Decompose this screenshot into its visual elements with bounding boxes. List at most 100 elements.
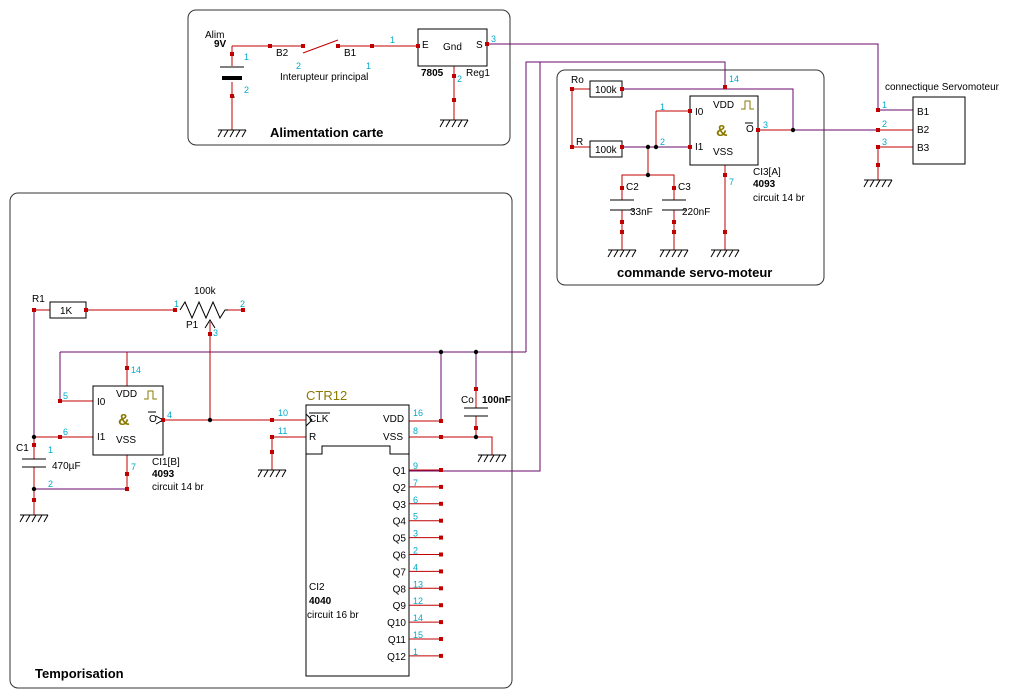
- svg-text:4: 4: [167, 410, 172, 420]
- output-label: Q9: [393, 601, 407, 612]
- pin-marker: [173, 308, 177, 312]
- pin-marker: [270, 418, 274, 422]
- tempo-panel: [9, 192, 513, 689]
- regulator-7805: E Gnd S 1 2 3 7805 Reg1: [390, 28, 496, 84]
- svg-text:1: 1: [390, 35, 395, 45]
- nand-ci3a: VDD VSS I0 I1 O & 1 2 3 14 7 CI3[A] 4093…: [660, 74, 805, 204]
- svg-text:S: S: [476, 40, 483, 51]
- svg-text:Co: Co: [461, 395, 474, 406]
- pin-marker: [161, 418, 165, 422]
- output-label: Q5: [393, 534, 407, 545]
- pin-marker: [723, 230, 727, 234]
- svg-text:Gnd: Gnd: [443, 42, 462, 53]
- pin-marker: [270, 435, 274, 439]
- counter-output-q7: Q7 4: [393, 562, 443, 578]
- output-pin-number: 2: [413, 546, 418, 556]
- svg-text:1: 1: [174, 299, 179, 309]
- svg-text:14: 14: [131, 365, 141, 375]
- svg-text:10: 10: [278, 408, 288, 418]
- pin-marker: [620, 230, 624, 234]
- pin-marker: [876, 108, 880, 112]
- svg-text:2: 2: [244, 85, 249, 95]
- svg-text:R: R: [309, 432, 316, 443]
- svg-text:B1: B1: [917, 107, 930, 118]
- output-label: Q7: [393, 567, 407, 578]
- component-wires: [33, 39, 913, 515]
- svg-text:B2: B2: [917, 125, 930, 136]
- output-label: Q11: [388, 635, 407, 646]
- svg-text:1: 1: [660, 102, 665, 112]
- pin-marker: [452, 98, 456, 102]
- capacitor-co: Co 100nF: [461, 395, 511, 417]
- svg-text:CI2: CI2: [309, 582, 325, 593]
- svg-text:VDD: VDD: [383, 414, 404, 425]
- pin-marker: [208, 332, 212, 336]
- svg-text:100k: 100k: [595, 145, 618, 156]
- svg-text:4040: 4040: [309, 596, 332, 607]
- pin-marker: [672, 220, 676, 224]
- pin-marker: [485, 42, 489, 46]
- pin-marker: [620, 87, 624, 91]
- pin-marker: [876, 145, 880, 149]
- pin-marker: [241, 308, 245, 312]
- svg-text:1: 1: [48, 445, 53, 455]
- svg-text:O: O: [746, 124, 754, 135]
- pin-marker: [32, 498, 36, 502]
- pin-marker: [268, 44, 272, 48]
- svg-text:I1: I1: [97, 432, 106, 443]
- svg-text:&: &: [716, 123, 728, 140]
- output-label: Q1: [393, 466, 407, 477]
- counter-output-q10: Q10 14: [387, 613, 443, 629]
- pin-marker: [688, 145, 692, 149]
- pin-marker: [672, 230, 676, 234]
- output-pin-number: 13: [413, 579, 423, 589]
- servo-panel: [556, 69, 825, 286]
- pin-marker: [230, 94, 234, 98]
- svg-text:5: 5: [63, 391, 68, 401]
- capacitor-c2: C2 33nF: [610, 182, 653, 218]
- resistor-ro: 100k Ro: [571, 75, 623, 98]
- pin-marker: [416, 44, 420, 48]
- pin-marker: [688, 109, 692, 113]
- svg-text:CI3[A]: CI3[A]: [753, 167, 781, 178]
- junction-dot: [207, 417, 213, 423]
- output-label: Q10: [387, 618, 406, 629]
- svg-text:E: E: [422, 40, 429, 51]
- counter-output-q12: Q12 1: [387, 647, 443, 663]
- pin-marker: [32, 443, 36, 447]
- pin-marker: [336, 44, 340, 48]
- output-pin-number: 1: [413, 647, 418, 657]
- svg-text:CLK: CLK: [309, 414, 329, 425]
- svg-text:100nF: 100nF: [482, 395, 511, 406]
- pin-marker: [270, 450, 274, 454]
- output-pin-number: 14: [413, 613, 423, 623]
- pin-marker: [58, 435, 62, 439]
- svg-text:14: 14: [729, 74, 739, 84]
- svg-text:3: 3: [213, 328, 218, 338]
- switch-label: Interupteur principal: [280, 72, 368, 83]
- svg-text:circuit 16 br: circuit 16 br: [307, 610, 359, 621]
- svg-text:&: &: [118, 412, 130, 429]
- svg-text:B2: B2: [276, 48, 289, 59]
- svg-text:3: 3: [491, 34, 496, 44]
- svg-text:I1: I1: [695, 142, 704, 153]
- svg-text:9V: 9V: [214, 39, 227, 50]
- junction-dot: [473, 349, 479, 355]
- junction-dot: [31, 486, 37, 492]
- svg-text:100k: 100k: [595, 85, 618, 96]
- svg-text:I0: I0: [695, 107, 704, 118]
- pin-markers: [32, 42, 880, 502]
- output-pin-number: 4: [413, 562, 418, 572]
- svg-text:1: 1: [244, 52, 249, 62]
- svg-text:C1: C1: [16, 443, 29, 454]
- svg-text:I0: I0: [97, 397, 106, 408]
- output-label: Q12: [387, 652, 406, 663]
- pin-marker: [58, 399, 62, 403]
- svg-text:8: 8: [413, 426, 418, 436]
- svg-text:CI1[B]: CI1[B]: [152, 457, 180, 468]
